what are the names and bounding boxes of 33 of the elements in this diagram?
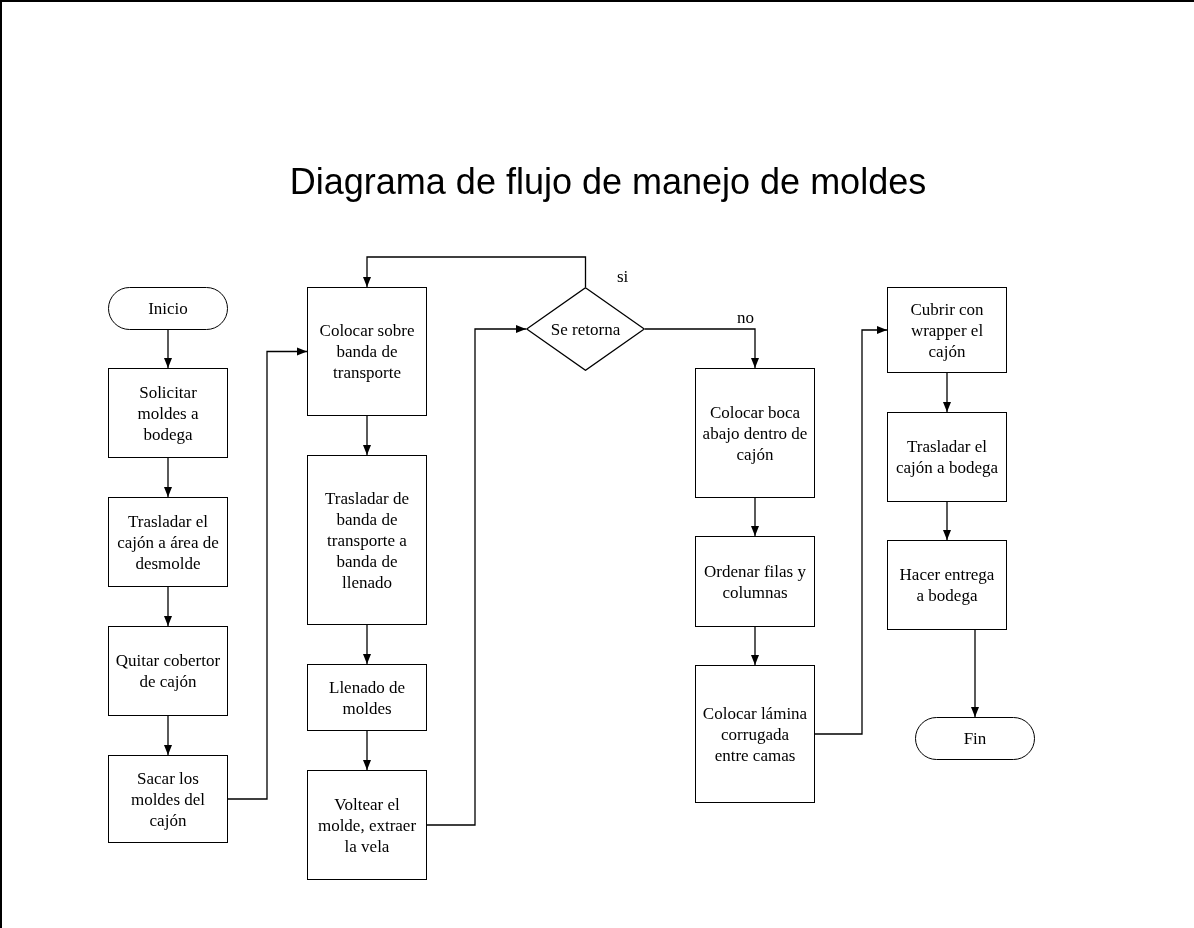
process-box: Hacer entrega a bodega [887, 540, 1007, 630]
arrow [164, 457, 172, 498]
process-box: Colocar sobre banda de transporte [307, 287, 427, 416]
arrow [751, 626, 759, 666]
process-box: Ordenar filas y columnas [695, 536, 815, 627]
process-box: Solicitar moldes a bodega [108, 368, 228, 458]
arrow [164, 586, 172, 627]
process-box: Trasladar de banda de transporte a banda de llenado [307, 455, 427, 625]
process-box: Voltear el molde, extraer la vela [307, 770, 427, 880]
arrow [363, 624, 371, 665]
arrow [363, 730, 371, 771]
process-box: Llenado de moldes [307, 664, 427, 731]
process-box: Trasladar el cajón a bodega [887, 412, 1007, 502]
process-box: Colocar boca abajo dentro de cajón [695, 368, 815, 498]
process-box: Colocar lámina corrugada entre camas [695, 665, 815, 803]
diagram-title: Diagrama de flujo de manejo de moldes [288, 160, 928, 204]
arrow [751, 497, 759, 537]
process-box: Sacar los moldes del cajón [108, 755, 228, 843]
arrow [363, 256, 587, 288]
arrow [164, 329, 172, 369]
arrow [644, 328, 759, 369]
arrow [363, 415, 371, 456]
process-box: Quitar cobertor de cajón [108, 626, 228, 716]
arrow [814, 326, 888, 735]
arrow [426, 325, 527, 826]
arrow [971, 629, 979, 718]
process-box: Cubrir con wrapper el cajón [887, 287, 1007, 373]
node-text: Se retorna [550, 318, 621, 340]
arrow [164, 715, 172, 756]
arrow [227, 347, 308, 800]
arrow [943, 372, 951, 413]
arrow [943, 501, 951, 541]
process-box: Trasladar el cajón a área de desmolde [108, 497, 228, 587]
